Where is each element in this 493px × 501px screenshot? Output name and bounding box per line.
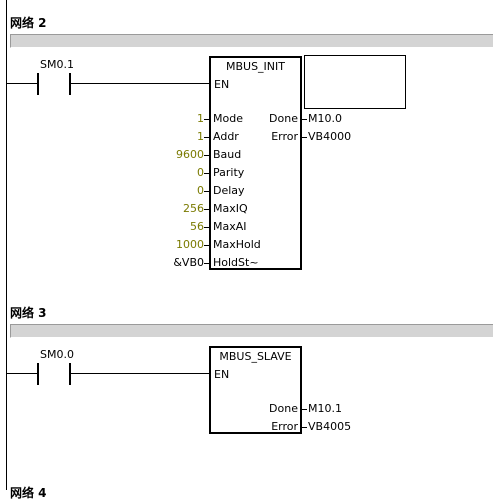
pin-wire bbox=[204, 137, 210, 138]
empty-comment-box[interactable] bbox=[304, 55, 406, 109]
output-value-done[interactable]: M10.0 bbox=[308, 112, 342, 125]
input-pin-baud: Baud bbox=[213, 148, 242, 161]
pin-wire bbox=[204, 245, 210, 246]
input-pin-holdst: HoldSt~ bbox=[213, 256, 259, 269]
pin-wire bbox=[301, 427, 307, 428]
network-3-title[interactable]: 网络 3 bbox=[10, 306, 47, 320]
en-pin: EN bbox=[214, 78, 230, 91]
pin-wire bbox=[204, 119, 210, 120]
output-pin-done: Done bbox=[269, 402, 298, 415]
input-pin-parity: Parity bbox=[213, 166, 245, 179]
rung-wire bbox=[71, 373, 211, 374]
contact-sm01-label: SM0.1 bbox=[40, 58, 74, 71]
pin-wire bbox=[301, 119, 307, 120]
input-value-maxhold[interactable]: 1000 bbox=[176, 238, 204, 251]
output-pin-error: Error bbox=[271, 130, 298, 143]
input-value-baud[interactable]: 9600 bbox=[176, 148, 204, 161]
input-value-parity[interactable]: 0 bbox=[197, 166, 204, 179]
pin-wire bbox=[204, 173, 210, 174]
contact-sm00-label: SM0.0 bbox=[40, 348, 74, 361]
network-3-comment-bar[interactable] bbox=[10, 324, 493, 338]
mbus-init-block[interactable]: MBUS_INIT EN bbox=[209, 56, 302, 270]
input-pin-mode: Mode bbox=[213, 112, 243, 125]
pin-wire bbox=[301, 409, 307, 410]
output-pin-done: Done bbox=[269, 112, 298, 125]
input-value-delay[interactable]: 0 bbox=[197, 184, 204, 197]
rung-wire bbox=[6, 373, 37, 374]
pin-wire bbox=[204, 155, 210, 156]
input-pin-maxiq: MaxIQ bbox=[213, 202, 248, 215]
input-value-maxiq[interactable]: 256 bbox=[183, 202, 204, 215]
input-pin-maxai: MaxAI bbox=[213, 220, 247, 233]
output-value-done[interactable]: M10.1 bbox=[308, 402, 342, 415]
network-2-title[interactable]: 网络 2 bbox=[10, 16, 47, 30]
pin-wire bbox=[301, 137, 307, 138]
en-pin: EN bbox=[214, 368, 230, 381]
power-rail bbox=[6, 0, 7, 490]
rung-wire bbox=[71, 83, 211, 84]
mbus-slave-title: MBUS_SLAVE bbox=[219, 350, 292, 363]
input-value-maxai[interactable]: 56 bbox=[190, 220, 204, 233]
pin-wire bbox=[204, 209, 210, 210]
input-pin-maxhold: MaxHold bbox=[213, 238, 261, 251]
output-pin-error: Error bbox=[271, 420, 298, 433]
pin-wire bbox=[204, 227, 210, 228]
input-value-addr[interactable]: 1 bbox=[197, 130, 204, 143]
pin-wire bbox=[204, 191, 210, 192]
contact-sm00[interactable] bbox=[37, 363, 73, 385]
mbus-init-title: MBUS_INIT bbox=[225, 60, 285, 73]
pin-wire bbox=[204, 263, 210, 264]
rung-wire bbox=[6, 83, 37, 84]
network-4-title[interactable]: 网络 4 bbox=[10, 486, 47, 500]
input-value-mode[interactable]: 1 bbox=[197, 112, 204, 125]
network-2-comment-bar[interactable] bbox=[10, 34, 493, 48]
input-pin-delay: Delay bbox=[213, 184, 245, 197]
output-value-error[interactable]: VB4005 bbox=[308, 420, 352, 433]
input-pin-addr: Addr bbox=[213, 130, 239, 143]
input-value-holdst[interactable]: &VB0 bbox=[173, 256, 204, 269]
output-value-error[interactable]: VB4000 bbox=[308, 130, 352, 143]
mbus-slave-block[interactable]: MBUS_SLAVE EN bbox=[209, 346, 302, 434]
contact-sm01[interactable] bbox=[37, 73, 73, 95]
